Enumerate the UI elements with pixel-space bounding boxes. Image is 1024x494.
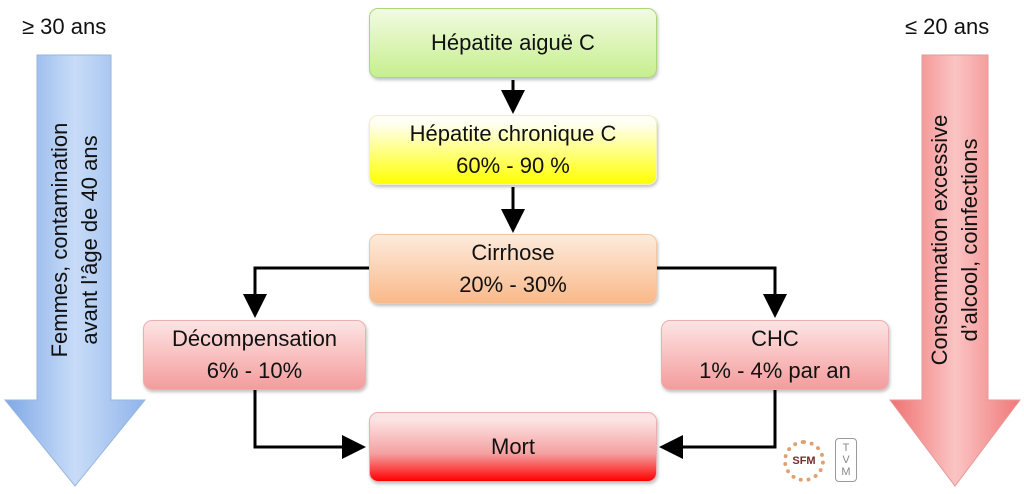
- node-chronic-hepatitis: Hépatite chronique C 60% - 90 %: [369, 115, 657, 185]
- left-arrow-label: ≥ 30 ans: [22, 14, 107, 39]
- node-acute-hepatitis: Hépatite aiguë C: [369, 8, 657, 78]
- connectors: [243, 80, 787, 459]
- right-arrow-label: ≤ 20 ans: [905, 14, 990, 39]
- node-value: 60% - 90 %: [456, 153, 570, 178]
- node-cirrhosis: Cirrhose 20% - 30%: [369, 234, 657, 304]
- right-big-arrow: [888, 54, 1022, 487]
- node-title: CHC: [751, 326, 799, 351]
- node-value: 1% - 4% par an: [699, 358, 851, 383]
- node-title: Hépatite chronique C: [409, 121, 617, 146]
- node-title: Cirrhose: [471, 240, 555, 265]
- node-title: Mort: [491, 434, 535, 459]
- node-title: Décompensation: [171, 326, 338, 351]
- left-arrow-line: Femmes, contamination: [47, 122, 72, 358]
- left-big-arrow: [3, 54, 147, 487]
- node-title: Hépatite aiguë C: [431, 30, 595, 55]
- sfm-logo: SFM: [783, 440, 825, 482]
- node-death: Mort: [369, 412, 657, 482]
- tvm-logo-text: TVM: [841, 442, 851, 478]
- tvm-logo: TVM: [835, 438, 857, 482]
- node-value: 20% - 30%: [459, 272, 567, 297]
- node-decompensation: Décompensation 6% - 10%: [143, 320, 366, 390]
- right-arrow-text: Consommation excessive d’alcool, coinfec…: [925, 85, 985, 395]
- right-arrow-line: d’alcool, coinfections: [957, 138, 982, 342]
- left-arrow-line: avant l’âge de 40 ans: [77, 135, 102, 345]
- left-arrow-text: Femmes, contamination avant l’âge de 40 …: [45, 85, 105, 395]
- sfm-logo-text: SFM: [792, 455, 816, 467]
- right-arrow-line: Consommation excessive: [927, 114, 952, 366]
- node-value: 6% - 10%: [206, 358, 303, 383]
- node-chc: CHC 1% - 4% par an: [661, 320, 889, 390]
